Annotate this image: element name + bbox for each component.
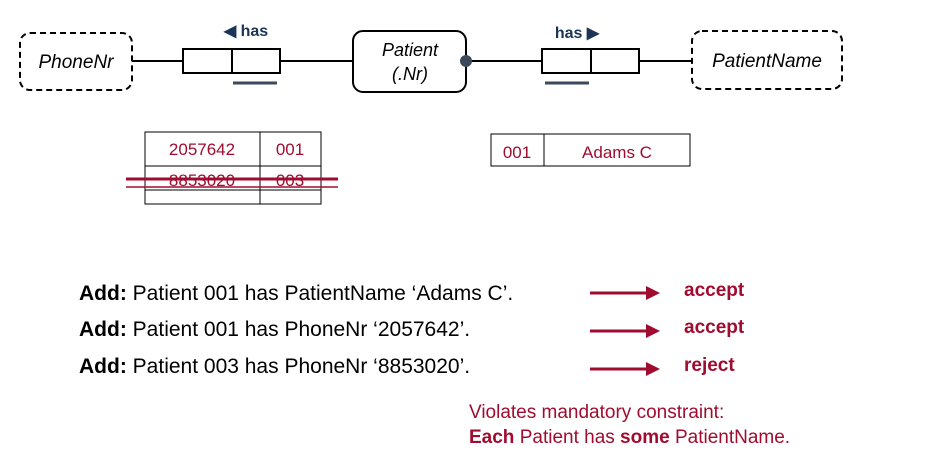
phonenr-value-type[interactable]: PhoneNr	[19, 32, 133, 91]
name-role-box-2[interactable]	[590, 48, 640, 74]
phone-fact-reading: ◀ has	[223, 23, 268, 40]
svg-text:Add: Patient 001 has PhoneNr ‘: Add: Patient 001 has PhoneNr ‘2057642’.	[79, 318, 470, 341]
action-3: Add: Patient 003 has PhoneNr ‘8853020’. …	[79, 355, 735, 378]
svg-text:Add: Patient 001 has PatientNa: Add: Patient 001 has PatientName ‘Adams …	[79, 282, 513, 305]
action-2-verb: Add:	[79, 318, 127, 341]
patient-entity-type[interactable]: Patient (.Nr)	[352, 30, 467, 93]
svg-text:Add: Patient 003 has PhoneNr ‘: Add: Patient 003 has PhoneNr ‘8853020’.	[79, 355, 470, 378]
patient-refmode: (.Nr)	[392, 64, 428, 84]
action-2-result: accept	[684, 317, 745, 338]
name-fact-reading: has ▶	[555, 25, 600, 42]
action-3-verb: Add:	[79, 355, 127, 378]
violation-note-line-1: Violates mandatory constraint:	[469, 402, 724, 423]
patientname-value-type[interactable]: PatientName	[691, 30, 843, 90]
action-1-text: Patient 001 has PatientName ‘Adams C’.	[133, 282, 514, 305]
patient-label: Patient	[382, 40, 439, 60]
phone-row-1-phonenr: 2057642	[169, 140, 235, 159]
violation-note: Violates mandatory constraint: Each Pati…	[469, 402, 790, 448]
patientname-label: PatientName	[712, 51, 822, 72]
action-1: Add: Patient 001 has PatientName ‘Adams …	[79, 280, 745, 305]
action-2: Add: Patient 001 has PhoneNr ‘2057642’. …	[79, 317, 745, 341]
phone-population-table: 2057642 001 8853020 003	[126, 131, 338, 205]
name-row-1-name: Adams C	[582, 143, 652, 162]
name-row-1-patient: 001	[503, 143, 531, 162]
phone-fact-type[interactable]: ◀ has	[182, 23, 281, 85]
mandatory-constraint-dot	[460, 55, 472, 67]
action-2-text: Patient 001 has PhoneNr ‘2057642’.	[133, 318, 470, 341]
action-1-verb: Add:	[79, 282, 127, 305]
action-3-text: Patient 003 has PhoneNr ‘8853020’.	[133, 355, 470, 378]
name-fact-type[interactable]: has ▶	[541, 25, 640, 85]
phone-row-1-patient: 001	[276, 140, 304, 159]
action-3-result: reject	[684, 355, 735, 376]
phonenr-label: PhoneNr	[39, 52, 115, 73]
phone-role-box-1[interactable]	[182, 48, 233, 74]
violation-note-line-2: Each Patient has some PatientName.	[469, 427, 790, 448]
phone-role-box-2[interactable]	[231, 48, 281, 74]
name-role-box-1[interactable]	[541, 48, 592, 74]
action-1-result: accept	[684, 280, 745, 301]
name-population-table: 001 Adams C	[490, 133, 691, 167]
